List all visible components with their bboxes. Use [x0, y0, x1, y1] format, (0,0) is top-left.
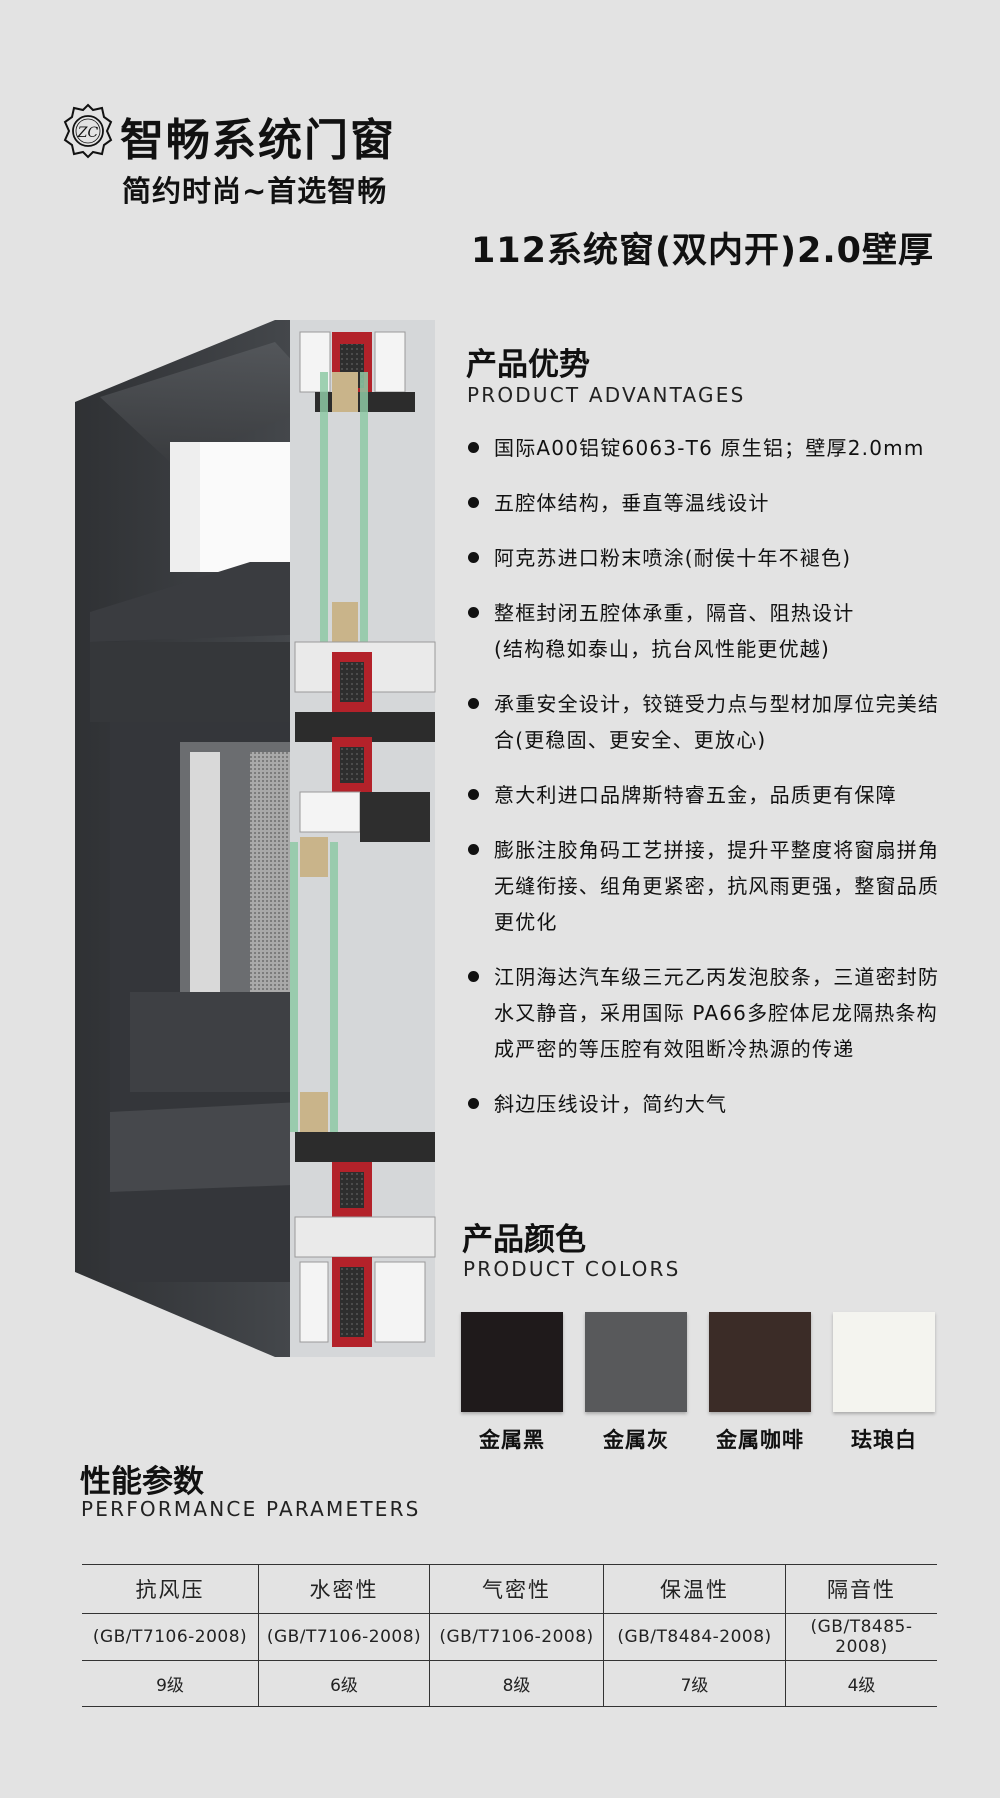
- advantage-text: 意大利进口品牌斯特睿五金，品质更有保障: [494, 783, 897, 807]
- bullet-icon: [468, 698, 479, 709]
- table-row: (GB/T7106-2008) (GB/T7106-2008) (GB/T710…: [82, 1613, 937, 1661]
- bullet-icon: [468, 442, 479, 453]
- bullet-icon: [468, 844, 479, 855]
- colors-subtitle: PRODUCT COLORS: [463, 1257, 681, 1281]
- advantages-title: 产品优势: [466, 347, 590, 383]
- advantage-text: 五腔体结构，垂直等温线设计: [494, 491, 770, 515]
- bullet-icon: [468, 497, 479, 508]
- table-cell: 8级: [429, 1660, 604, 1707]
- list-item: 斜边压线设计，简约大气: [466, 1086, 946, 1122]
- table-cell: (GB/T8484-2008): [603, 1613, 786, 1661]
- table-cell: (GB/T7106-2008): [429, 1613, 604, 1661]
- table-header-cell: 抗风压: [82, 1564, 259, 1614]
- bullet-icon: [468, 552, 479, 563]
- swatch-metal-black[interactable]: [461, 1312, 563, 1412]
- advantage-text: 阿克苏进口粉末喷涂(耐侯十年不褪色): [494, 546, 852, 570]
- swatch-label: 金属灰: [603, 1428, 669, 1452]
- swatch-label: 金属咖啡: [716, 1428, 804, 1452]
- list-item: 整框封闭五腔体承重，隔音、阻热设计 (结构稳如泰山，抗台风性能更优越): [466, 595, 946, 667]
- bullet-icon: [468, 607, 479, 618]
- brand-name: 智畅系统门窗: [120, 115, 396, 166]
- swatch-metal-coffee[interactable]: [709, 1312, 811, 1412]
- advantage-text: 整框封闭五腔体承重，隔音、阻热设计 (结构稳如泰山，抗台风性能更优越): [494, 601, 855, 661]
- table-cell: (GB/T8485-2008): [810, 1617, 913, 1657]
- bullet-icon: [468, 971, 479, 982]
- table-cell: (GB/T7106-2008): [82, 1613, 259, 1661]
- list-item: 五腔体结构，垂直等温线设计: [466, 485, 946, 521]
- table-header-cell: 隔音性: [827, 1578, 896, 1602]
- swatch-label: 金属黑: [479, 1428, 545, 1452]
- list-item: 江阴海达汽车级三元乙丙发泡胶条，三道密封防水又静音，采用国际 PA66多腔体尼龙…: [466, 959, 946, 1067]
- table-header-cell: 水密性: [258, 1564, 430, 1614]
- advantages-subtitle: PRODUCT ADVANTAGES: [467, 383, 746, 407]
- table-cell: 6级: [258, 1660, 430, 1707]
- advantage-text: 斜边压线设计，简约大气: [494, 1092, 728, 1116]
- advantages-list: 国际A00铝锭6063-T6 原生铝；壁厚2.0mm 五腔体结构，垂直等温线设计…: [466, 430, 946, 1141]
- table-cell: 7级: [603, 1660, 786, 1707]
- window-profile-illustration: [75, 320, 436, 1357]
- table-row: 9级 6级 8级 7级 4级: [82, 1660, 937, 1707]
- advantage-text: 国际A00铝锭6063-T6 原生铝；壁厚2.0mm: [494, 436, 925, 460]
- table-header-cell: 气密性: [429, 1564, 604, 1614]
- performance-title: 性能参数: [80, 1464, 204, 1500]
- table-cell: (GB/T7106-2008): [258, 1613, 430, 1661]
- advantage-text: 承重安全设计，铰链受力点与型材加厚位完美结合(更稳固、更安全、更放心): [494, 692, 940, 752]
- bullet-icon: [468, 789, 479, 800]
- performance-table: 抗风压 水密性 气密性 保温性 隔音性 (GB/T7106-2008) (GB/…: [82, 1564, 937, 1707]
- logo-letters: ZC: [77, 125, 99, 141]
- advantage-text: 江阴海达汽车级三元乙丙发泡胶条，三道密封防水又静音，采用国际 PA66多腔体尼龙…: [494, 965, 940, 1061]
- table-row: 抗风压 水密性 气密性 保温性 隔音性: [82, 1564, 937, 1614]
- table-cell: 4级: [847, 1676, 876, 1696]
- table-header-cell: 保温性: [603, 1564, 786, 1614]
- table-cell: 9级: [82, 1660, 259, 1707]
- swatch-label: 珐琅白: [851, 1428, 917, 1452]
- colors-title: 产品颜色: [462, 1222, 586, 1258]
- list-item: 膨胀注胶角码工艺拼接，提升平整度将窗扇拼角无缝衔接、组角更紧密，抗风雨更强，整窗…: [466, 832, 946, 940]
- swatch-enamel-white[interactable]: [833, 1312, 935, 1412]
- list-item: 国际A00铝锭6063-T6 原生铝；壁厚2.0mm: [466, 430, 946, 466]
- brand-slogan: 简约时尚~首选智畅: [122, 174, 388, 208]
- performance-subtitle: PERFORMANCE PARAMETERS: [81, 1497, 421, 1521]
- profile-cross-section: [290, 320, 436, 1357]
- brand-logo-icon: ZC: [63, 103, 113, 159]
- list-item: 阿克苏进口粉末喷涂(耐侯十年不褪色): [466, 540, 946, 576]
- list-item: 承重安全设计，铰链受力点与型材加厚位完美结合(更稳固、更安全、更放心): [466, 686, 946, 758]
- product-title: 112系统窗(双内开)2.0壁厚: [470, 231, 934, 271]
- bullet-icon: [468, 1098, 479, 1109]
- advantage-text: 膨胀注胶角码工艺拼接，提升平整度将窗扇拼角无缝衔接、组角更紧密，抗风雨更强，整窗…: [494, 838, 940, 934]
- swatch-metal-gray[interactable]: [585, 1312, 687, 1412]
- list-item: 意大利进口品牌斯特睿五金，品质更有保障: [466, 777, 946, 813]
